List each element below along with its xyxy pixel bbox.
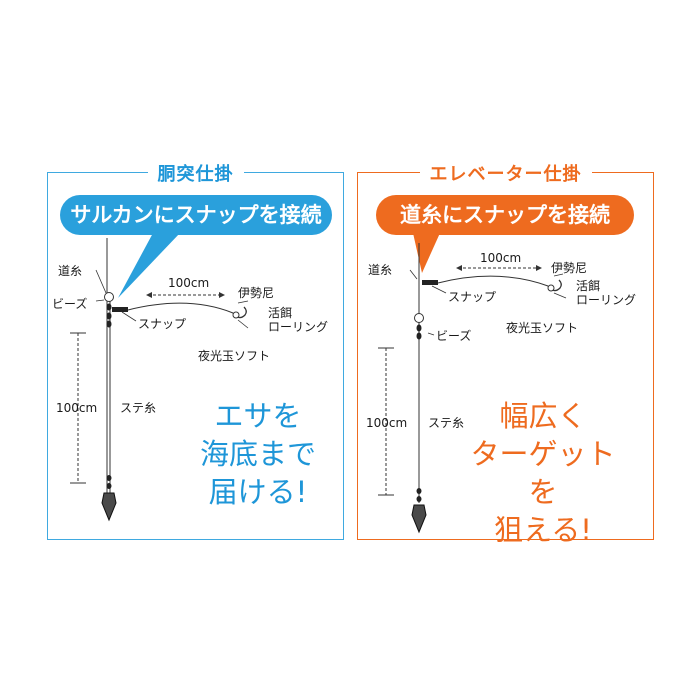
slogan-line: エサを — [214, 399, 302, 433]
bead — [416, 324, 422, 332]
rig-diagram — [378, 233, 567, 534]
swivel-ring — [104, 292, 114, 302]
label-length-top: 100cm — [480, 251, 522, 265]
label-rolling: ローリング — [576, 293, 637, 307]
slogan: 幅広く ターゲットを 狙える! — [458, 397, 628, 549]
label-length-top: 100cm — [168, 276, 210, 290]
slogan-line: 届ける! — [208, 475, 308, 509]
sinker — [101, 492, 117, 522]
bead — [106, 320, 112, 328]
bead — [416, 496, 422, 502]
label-live-bait: 活餌 — [576, 279, 601, 293]
sinker — [411, 504, 427, 534]
rig-diagram — [70, 233, 249, 522]
bead — [106, 303, 112, 311]
label-length-side: 100cm — [366, 416, 408, 430]
bead — [106, 475, 112, 481]
label-snap: スナップ — [448, 290, 497, 304]
label-ise-ama: 伊勢尼 — [551, 261, 588, 275]
snap — [422, 280, 438, 285]
glow-ball — [232, 311, 240, 319]
bubble-tail — [413, 233, 440, 273]
slogan: エサを 海底まで 届ける! — [188, 397, 328, 511]
label-beads: ビーズ — [52, 297, 88, 311]
label-ise-ama: 伊勢尼 — [238, 286, 275, 300]
label-snap: スナップ — [138, 317, 187, 331]
label-main-line: 道糸 — [368, 263, 393, 277]
slogan-line: ターゲットを — [470, 437, 616, 509]
bead — [106, 312, 112, 320]
slogan-line: 幅広く — [499, 399, 587, 433]
label-sute-line: ステ糸 — [428, 416, 465, 430]
label-beads: ビーズ — [436, 329, 472, 343]
label-glow-ball: 夜光玉ソフト — [506, 321, 579, 335]
panel-elevator-rig: エレベーター仕掛 道糸にスナップを接続 道糸 — [357, 164, 654, 547]
callout-bubble: 道糸にスナップを接続 — [376, 195, 634, 235]
slogan-line: 海底まで — [199, 437, 316, 471]
label-glow-ball: 夜光玉ソフト — [198, 349, 271, 363]
swivel-ring — [414, 313, 424, 323]
branch-line — [127, 302, 234, 314]
branch-line — [437, 275, 549, 287]
callout-bubble: サルカンにスナップを接続 — [60, 195, 332, 235]
bubble-tail — [118, 233, 180, 298]
label-sute-line: ステ糸 — [120, 401, 157, 415]
snap — [112, 307, 128, 312]
bead — [416, 488, 422, 494]
label-length-side: 100cm — [56, 401, 98, 415]
glow-ball — [547, 284, 555, 292]
bead — [416, 332, 422, 340]
panel-title: 胴突仕掛 — [147, 164, 244, 185]
panel-dozuki-rig: 胴突仕掛 サルカンにスナップを接続 — [47, 164, 344, 540]
label-main-line: 道糸 — [58, 264, 83, 278]
label-live-bait: 活餌 — [268, 306, 293, 320]
bead — [106, 483, 112, 489]
panel-title: エレベーター仕掛 — [419, 164, 592, 185]
slogan-line: 狙える! — [494, 513, 592, 547]
label-rolling: ローリング — [268, 320, 329, 334]
